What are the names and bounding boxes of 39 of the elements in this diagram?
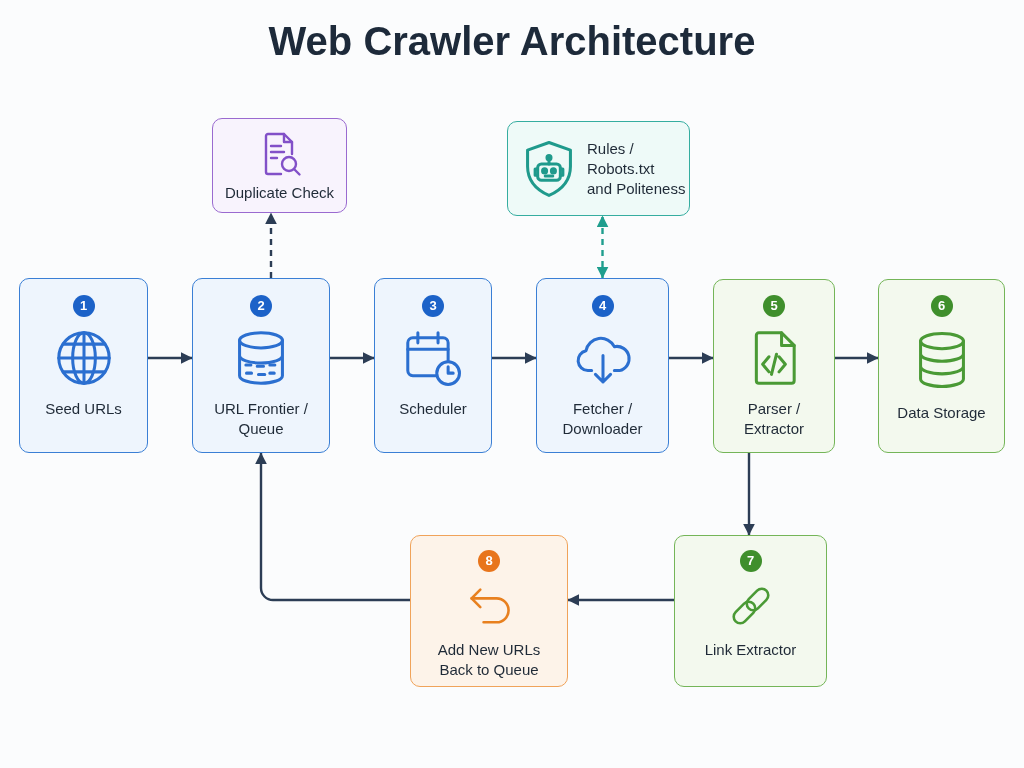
process-card: [878, 279, 1005, 453]
step-number: 7: [739, 550, 762, 572]
arrow: [835, 352, 879, 364]
step-number: 4: [591, 295, 614, 317]
diagram-title: Web Crawler Architecture: [268, 18, 756, 65]
node-label: Add New URLs Back to Queue: [436, 640, 542, 680]
process-card: [19, 278, 148, 453]
arrow: [492, 352, 537, 364]
node-label: Fetcher / Downloader: [561, 399, 644, 439]
node-label: URL Frontier / Queue: [213, 399, 309, 439]
step-number: 3: [422, 295, 444, 317]
arrow: [148, 352, 193, 364]
node-label: Duplicate Check: [224, 183, 335, 203]
process-card: [410, 535, 568, 687]
dashed-arrow: [265, 212, 277, 278]
step-number: 1: [72, 295, 95, 317]
step-number: 6: [930, 295, 953, 317]
node-label: Rules / Robots.txt and Politeness: [587, 138, 686, 199]
process-card: [674, 535, 827, 687]
node-label: Link Extractor: [704, 640, 797, 660]
arrow: [743, 453, 755, 536]
step-number: 5: [763, 295, 785, 317]
dashed-arrow: [596, 215, 609, 279]
process-card: [374, 278, 492, 453]
arrow: [330, 352, 375, 364]
node-label: Parser / Extractor: [743, 399, 805, 439]
arrow: [567, 594, 674, 606]
process-card: [212, 118, 347, 213]
step-number: 2: [250, 295, 272, 317]
node-label: Scheduler: [399, 399, 467, 419]
step-number: 8: [478, 550, 500, 572]
arrow: [669, 352, 714, 364]
node-label: Data Storage: [897, 403, 986, 423]
process-card: [713, 279, 835, 453]
arrow: [255, 452, 410, 602]
process-card: [192, 278, 330, 453]
process-card: [536, 278, 669, 453]
node-label: Seed URLs: [45, 399, 122, 419]
process-card: [507, 121, 690, 216]
